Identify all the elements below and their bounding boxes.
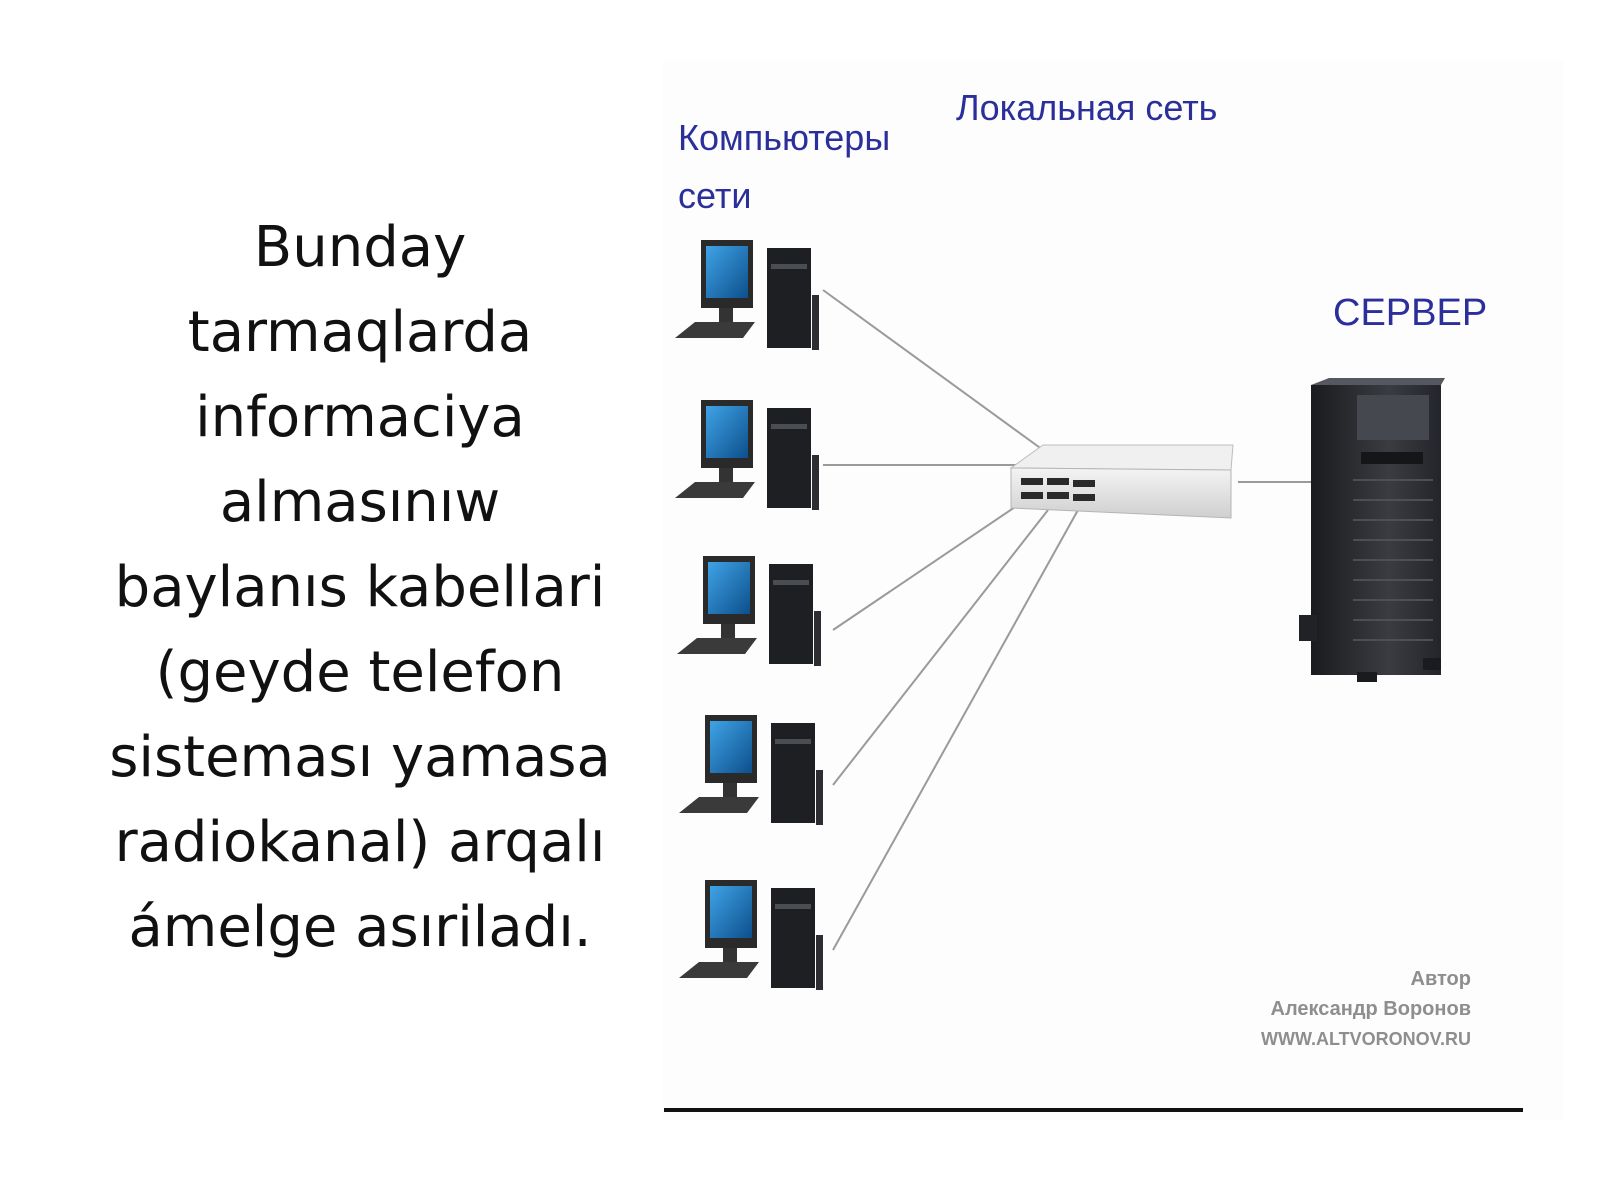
cable-line	[832, 504, 1019, 631]
computer-icon	[679, 715, 823, 825]
server-icon	[1299, 378, 1445, 682]
server-label: СЕРВЕР	[1333, 292, 1487, 334]
computer-icon	[679, 880, 823, 990]
text-line: ámelge asıriladı.	[128, 895, 592, 960]
text-line: tarmaqlarda	[187, 300, 533, 365]
text-line: (geyde telefon	[155, 640, 565, 705]
watermark-line: WWW.ALTVORONOV.RU	[1261, 1029, 1471, 1049]
computer-icon	[675, 240, 819, 350]
cable-line	[832, 509, 1049, 786]
text-line: baylanıs kabellari	[114, 555, 606, 620]
switch-icon	[1009, 444, 1234, 519]
cable-line	[832, 509, 1079, 951]
text-line: almasınıw	[219, 470, 501, 535]
watermark-line: Автор	[1411, 968, 1471, 990]
cable-line	[822, 289, 1044, 451]
author-watermark: Автор Александр Воронов WWW.ALTVORONOV.R…	[1261, 968, 1471, 1049]
computer-icon	[677, 556, 821, 666]
network-diagram-svg: Локальная сеть Компьютеры сети СЕРВЕР	[664, 87, 1523, 1112]
diagram-title: Локальная сеть	[956, 87, 1217, 128]
cables	[822, 289, 1313, 951]
text-line: informaciya	[195, 385, 525, 450]
slide-text: Bunday tarmaqlarda informaciya almasınıw…	[95, 205, 625, 970]
computer-icon	[675, 400, 819, 510]
computers-label-second-line: сети	[678, 175, 751, 216]
text-line: radiokanal) arqalı	[114, 810, 606, 875]
network-diagram: Локальная сеть Компьютеры сети СЕРВЕР	[663, 60, 1563, 1120]
text-line: sisteması yamasa	[109, 725, 611, 790]
text-line: Bunday	[253, 215, 467, 280]
watermark-line: Александр Воронов	[1271, 998, 1471, 1020]
computers-label: Компьютеры	[678, 117, 890, 158]
